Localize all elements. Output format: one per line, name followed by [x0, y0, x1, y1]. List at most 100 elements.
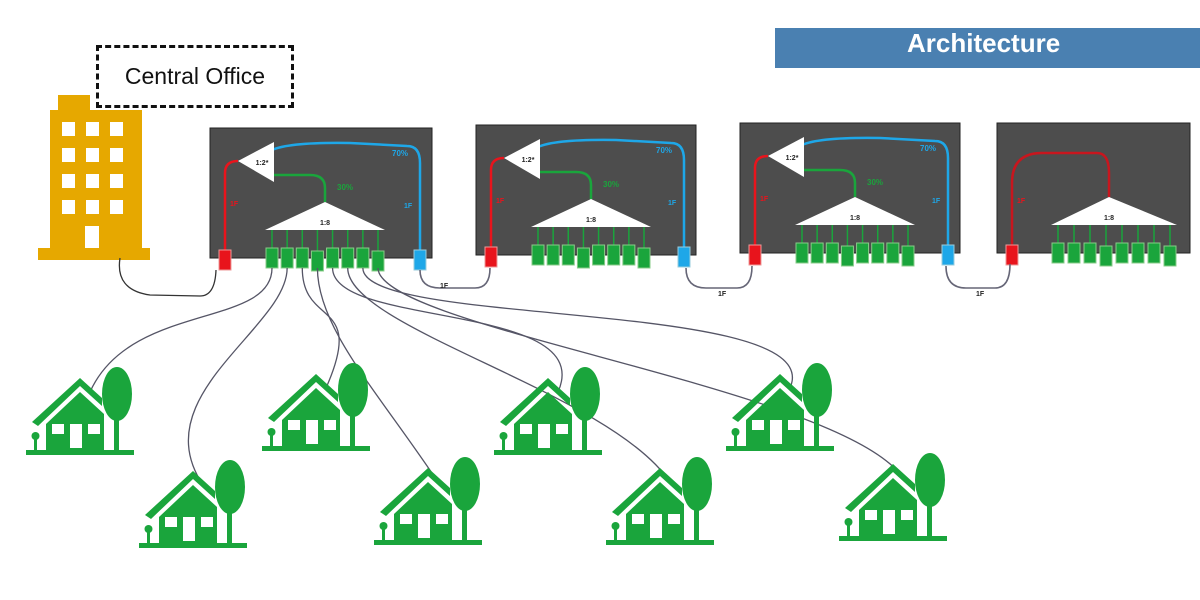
secondary-splitter-ratio: 1:8 — [850, 215, 860, 222]
interconnect-cable — [419, 267, 491, 289]
drop-port — [1115, 242, 1129, 264]
drop-cable — [331, 267, 563, 393]
drop-port — [840, 245, 854, 267]
drop-percentage: 30% — [337, 183, 353, 192]
splitter-enclosure — [209, 127, 433, 259]
output-fiber-label: 1F — [668, 200, 677, 207]
splitter-enclosure — [475, 124, 697, 256]
architecture-banner: Architecture — [775, 28, 1200, 68]
building-window — [62, 148, 75, 162]
output-fiber-label: 1F — [932, 198, 941, 205]
input-port — [484, 246, 498, 268]
drop-port — [1099, 245, 1113, 267]
output-port — [941, 244, 955, 266]
drop-cable — [187, 267, 288, 486]
input-port — [218, 249, 232, 271]
drop-port — [592, 244, 606, 266]
house-icon — [839, 453, 947, 541]
input-fiber — [1010, 151, 1111, 245]
input-fiber-label: 1F — [496, 198, 505, 205]
input-fiber — [223, 159, 239, 250]
pass-through-fiber — [537, 138, 686, 247]
drop-port — [622, 244, 636, 266]
house-icon — [494, 367, 602, 455]
pass-through-fiber — [801, 136, 950, 245]
drop-port — [795, 242, 809, 264]
drop-port — [561, 244, 575, 266]
secondary-splitter-ratio: 1:8 — [1104, 215, 1114, 222]
house-icon — [262, 363, 370, 451]
drop-port — [825, 242, 839, 264]
output-port — [413, 249, 427, 271]
drop-port — [607, 244, 621, 266]
central-office-label: Central Office — [96, 45, 294, 108]
drop-port — [1083, 242, 1097, 264]
drop-cable — [362, 267, 794, 389]
building-window — [86, 174, 99, 188]
tap-percentage: 70% — [392, 149, 408, 158]
interconnect-label: 1F — [718, 291, 727, 298]
drop-port — [810, 242, 824, 264]
building-window — [86, 200, 99, 214]
drop-percentage: 30% — [603, 180, 619, 189]
house-icon — [374, 457, 482, 545]
drop-port — [280, 247, 294, 269]
primary-splitter-ratio: 1:2* — [786, 155, 799, 162]
input-fiber-label: 1F — [760, 196, 769, 203]
drop-port — [856, 242, 870, 264]
building-window — [62, 200, 75, 214]
drop-port — [576, 247, 590, 269]
house-icon — [26, 367, 134, 455]
building-door — [85, 226, 99, 248]
drop-fiber — [538, 170, 593, 199]
drop-port — [1051, 242, 1065, 264]
drop-fiber — [272, 173, 327, 202]
interconnect-cable — [685, 265, 753, 289]
tap-percentage: 70% — [656, 146, 672, 155]
secondary-splitter-icon — [265, 202, 385, 230]
secondary-splitter-icon — [795, 197, 915, 225]
drop-port — [637, 247, 651, 269]
input-fiber — [489, 156, 505, 247]
primary-splitter-icon — [768, 137, 804, 177]
building-window — [62, 174, 75, 188]
input-port — [748, 244, 762, 266]
building-window — [110, 200, 123, 214]
building-window — [62, 122, 75, 136]
house-icon — [726, 363, 834, 451]
pass-through-fiber — [271, 141, 422, 250]
interconnect-label: 1F — [440, 283, 449, 290]
splitter-enclosure — [996, 122, 1191, 254]
building-window — [110, 148, 123, 162]
drop-fiber — [802, 168, 857, 197]
house-icon — [606, 457, 714, 545]
interconnect-label: 1F — [976, 291, 985, 298]
drop-port — [1163, 245, 1177, 267]
building-window — [86, 122, 99, 136]
building-window — [110, 174, 123, 188]
tap-percentage: 70% — [920, 144, 936, 153]
house-icon — [139, 460, 247, 548]
output-port — [677, 246, 691, 268]
primary-splitter-ratio: 1:2* — [256, 160, 269, 167]
drop-port — [901, 245, 915, 267]
output-fiber-label: 1F — [404, 203, 413, 210]
input-fiber — [753, 154, 769, 245]
drop-port — [341, 247, 355, 269]
secondary-splitter-icon — [1051, 197, 1177, 225]
primary-splitter-ratio: 1:2* — [522, 157, 535, 164]
drop-cable — [377, 267, 904, 479]
drop-port — [1147, 242, 1161, 264]
primary-splitter-icon — [504, 139, 540, 179]
input-fiber-label: 1F — [1017, 198, 1026, 205]
drop-cable — [89, 267, 273, 393]
secondary-splitter-ratio: 1:8 — [320, 220, 330, 227]
drop-port — [531, 244, 545, 266]
drop-port — [1067, 242, 1081, 264]
drop-port — [1131, 242, 1145, 264]
drop-percentage: 30% — [867, 178, 883, 187]
interconnect-cable — [945, 263, 1011, 289]
secondary-splitter-icon — [531, 199, 651, 227]
drop-port — [265, 247, 279, 269]
